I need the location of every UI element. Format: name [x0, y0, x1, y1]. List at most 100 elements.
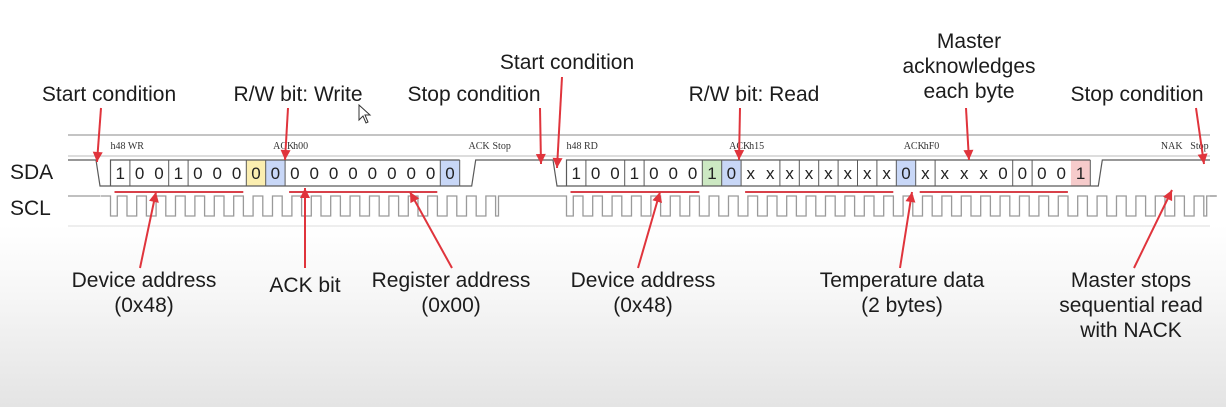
frame1-bit-4: 0	[193, 164, 202, 183]
arrow-device-address-2-head	[652, 192, 663, 203]
frame2-bit-12: x	[805, 164, 814, 183]
frame1-bit-13: 0	[368, 164, 377, 183]
ack-bit-label: ACK bit	[269, 274, 341, 297]
frame2-bit-13: x	[824, 164, 833, 183]
temperature-data-label: Temperature data (2 bytes)	[820, 268, 985, 318]
arrow-master-ack-head	[963, 149, 974, 160]
frame2-bit-26: 1	[1076, 164, 1085, 183]
master-stops-line-1: Master stops	[1070, 269, 1192, 292]
rw-write-label: R/W bit: Write	[233, 83, 363, 106]
frame2-bit-7: 1	[707, 164, 716, 183]
frame2-bit-bg-17	[896, 160, 916, 186]
arrow-master-stops	[1133, 189, 1173, 269]
frame2-bit-4: 0	[649, 164, 658, 183]
frame2-header-data1: h15	[749, 141, 764, 152]
master-stops-label: Master stops sequential read with NACK	[1059, 268, 1203, 343]
arrow-register-address-head	[410, 192, 420, 204]
frame1-header-data: h00	[293, 141, 308, 152]
frame2-start-edge	[548, 159, 567, 187]
register-address-line-1: Register address	[371, 269, 531, 292]
frame2-header-ack2: ACK	[904, 141, 926, 152]
master-stops-line-3: with NACK	[1080, 319, 1182, 342]
device-address-1-line-2: (0x48)	[114, 294, 174, 317]
frame2-header-addr: h48 RD	[567, 141, 598, 152]
frame1-bit-8: 0	[271, 164, 280, 183]
frame2-header-stop: Stop	[1190, 141, 1208, 152]
frame2-bit-21: x	[979, 164, 988, 183]
frame1-bit-15: 0	[406, 164, 415, 183]
frame1-start-edge	[68, 159, 111, 187]
frame2-bit-14: x	[844, 164, 853, 183]
frame2-bit-bg-26	[1070, 160, 1091, 186]
arrow-start-2-head	[552, 157, 563, 168]
stop-condition-label-1: Stop condition	[407, 83, 541, 106]
frame2-bit-9: x	[747, 164, 756, 183]
frame2-bit-1: 0	[591, 164, 600, 183]
rw-read-label: R/W bit: Read	[688, 83, 820, 106]
frame1-bit-bg-17	[440, 160, 460, 186]
frame2-bit-20: x	[960, 164, 969, 183]
frame2-bit-3: 1	[630, 164, 639, 183]
frame1-bit-2: 0	[154, 164, 163, 183]
arrow-master-stops-head	[1163, 190, 1173, 202]
frame1-bit-6: 0	[232, 164, 241, 183]
frame1-stop-edge	[459, 159, 548, 187]
frame1-bit-5: 0	[212, 164, 221, 183]
arrow-device-address-1-head	[149, 192, 159, 203]
sda-label: SDA	[10, 161, 54, 184]
arrow-stop-1-head	[535, 153, 546, 164]
master-stops-line-2: sequential read	[1059, 294, 1203, 317]
frame2-bit-6: 0	[688, 164, 697, 183]
frame1-bit-bg-8	[265, 160, 286, 186]
frame1-bit-11: 0	[329, 164, 338, 183]
arrow-rw-read-head	[734, 149, 745, 160]
scl-frame1	[100, 195, 509, 217]
frame2-bit-16: x	[882, 164, 891, 183]
arrow-device-address-1	[139, 191, 157, 269]
frame1-header-stop: Stop	[493, 141, 511, 152]
arrow-device-address-2	[637, 191, 661, 269]
frame2-bit-17: 0	[901, 164, 910, 183]
arrow-ack-bit-head	[300, 188, 310, 198]
device-address-label-2: Device address (0x48)	[571, 268, 716, 318]
frame1-header-ack: ACK	[273, 141, 295, 152]
frame2-bit-bg-8	[721, 160, 742, 186]
arrow-temperature-data	[899, 191, 913, 269]
temperature-data-line-2: (2 bytes)	[861, 294, 943, 317]
frame1-bit-1: 0	[135, 164, 144, 183]
frame2-bit-25: 0	[1056, 164, 1065, 183]
device-address-2-line-1: Device address	[570, 269, 716, 292]
frame1-bit-7: 0	[251, 164, 260, 183]
device-address-1-line-1: Device address	[71, 269, 217, 292]
frame1-bit-10: 0	[309, 164, 318, 183]
mouse-pointer-icon	[358, 104, 372, 124]
frame1-bit-17: 0	[445, 164, 454, 183]
arrow-start-2	[556, 76, 563, 169]
register-address-label: Register address (0x00)	[372, 268, 531, 318]
arrow-register-address	[409, 191, 453, 269]
frame2-bit-22: 0	[998, 164, 1007, 183]
frame2-bit-19: x	[941, 164, 950, 183]
frame1-bit-16: 0	[426, 164, 435, 183]
scl-frame2	[556, 195, 1217, 217]
frame2-bit-24: 0	[1037, 164, 1046, 183]
scl-label: SCL	[10, 197, 51, 220]
frame2-bit-0: 1	[571, 164, 580, 183]
frame1-header-ack2: ACK	[469, 141, 491, 152]
master-ack-line-3: each byte	[923, 80, 1015, 103]
arrow-rw-write-head	[280, 149, 291, 160]
frame2-header-data2: hF0	[924, 141, 940, 152]
frame1-sda-box-top	[109, 159, 460, 186]
device-address-label-1: Device address (0x48)	[72, 268, 217, 318]
frame2-bit-5: 0	[668, 164, 677, 183]
frame2-bit-23: 0	[1018, 164, 1027, 183]
frame2-stop-edge	[1090, 159, 1210, 187]
arrow-stop-2-head	[1197, 153, 1208, 164]
frame1-bit-14: 0	[387, 164, 396, 183]
frame2-bit-10: x	[766, 164, 775, 183]
frame2-bit-11: x	[785, 164, 794, 183]
start-condition-label-2: Start condition	[499, 51, 635, 74]
temperature-data-line-1: Temperature data	[819, 269, 985, 292]
